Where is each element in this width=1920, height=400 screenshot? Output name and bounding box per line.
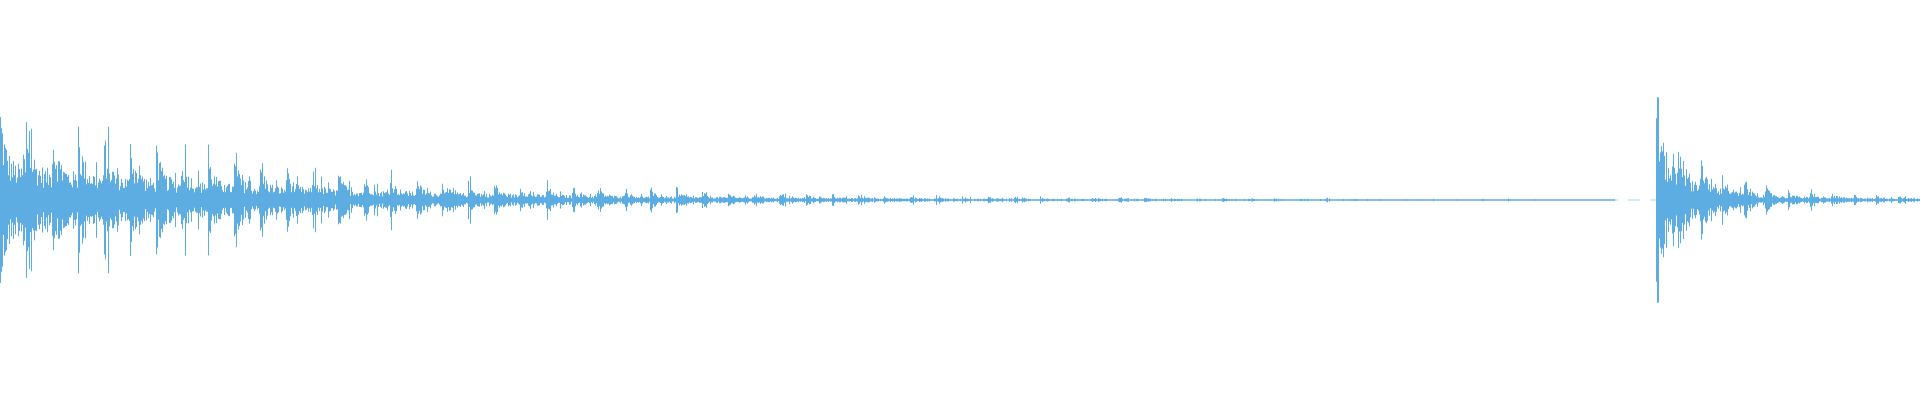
audio-waveform bbox=[0, 97, 1920, 303]
